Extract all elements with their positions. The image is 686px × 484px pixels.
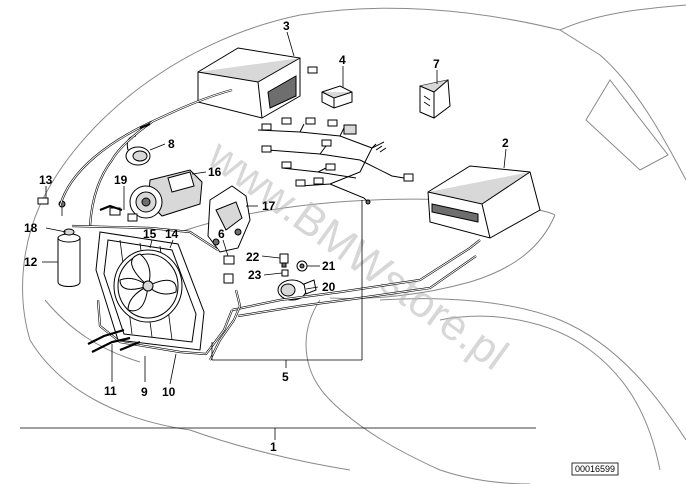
control-unit-2[interactable]: [427, 165, 541, 239]
receiver-drier-12[interactable]: [57, 228, 81, 287]
callout-10[interactable]: 10: [162, 385, 176, 399]
cooling-fan[interactable]: [113, 249, 183, 323]
callout-2[interactable]: 2: [502, 136, 509, 150]
callout-4[interactable]: 4: [339, 53, 346, 67]
callout-9[interactable]: 9: [141, 385, 148, 399]
callout-7[interactable]: 7: [433, 57, 440, 71]
leader-lines: [20, 31, 536, 440]
callout-12[interactable]: 12: [24, 255, 38, 269]
callout-23[interactable]: 23: [248, 268, 262, 282]
fitting-6[interactable]: [223, 255, 235, 284]
bracket-17[interactable]: [207, 185, 251, 253]
refrigerant-pipes: [58, 88, 481, 361]
callout-3[interactable]: 3: [283, 19, 290, 33]
callout-19[interactable]: 19: [114, 173, 128, 187]
wiring-harness: [257, 117, 414, 205]
connector-4: [307, 66, 318, 74]
reference-code-box: 00016599: [571, 462, 619, 476]
valve-21[interactable]: [296, 260, 308, 272]
callout-20[interactable]: 20: [322, 280, 336, 294]
callout-5[interactable]: 5: [282, 370, 289, 384]
relay-4[interactable]: [321, 85, 353, 109]
callout-16[interactable]: 16: [208, 165, 222, 179]
expansion-valve-20[interactable]: [277, 279, 317, 301]
compressor-16[interactable]: [129, 169, 203, 219]
module-7[interactable]: [419, 79, 451, 119]
switch-22[interactable]: [279, 253, 289, 268]
switch-23[interactable]: [281, 269, 289, 277]
callout-1[interactable]: 1: [270, 440, 277, 454]
dryer-8[interactable]: [125, 135, 151, 166]
callout-15[interactable]: 15: [143, 227, 157, 241]
callout-8[interactable]: 8: [168, 137, 175, 151]
fitting-19[interactable]: [109, 207, 138, 222]
callout-21[interactable]: 21: [322, 259, 336, 273]
callout-18[interactable]: 18: [24, 221, 38, 235]
reference-code: 00016599: [575, 464, 615, 474]
callout-22[interactable]: 22: [246, 250, 260, 264]
control-unit-3[interactable]: [197, 47, 301, 119]
callout-6[interactable]: 6: [218, 227, 225, 241]
callout-11[interactable]: 11: [104, 384, 117, 398]
callout-13[interactable]: 13: [39, 173, 53, 187]
callout-labels: 1 2 3 4 5 6 7 8 9 10 11 12 13 14 15 16 1…: [24, 19, 509, 454]
callout-17[interactable]: 17: [262, 199, 276, 213]
callout-14[interactable]: 14: [165, 227, 179, 241]
